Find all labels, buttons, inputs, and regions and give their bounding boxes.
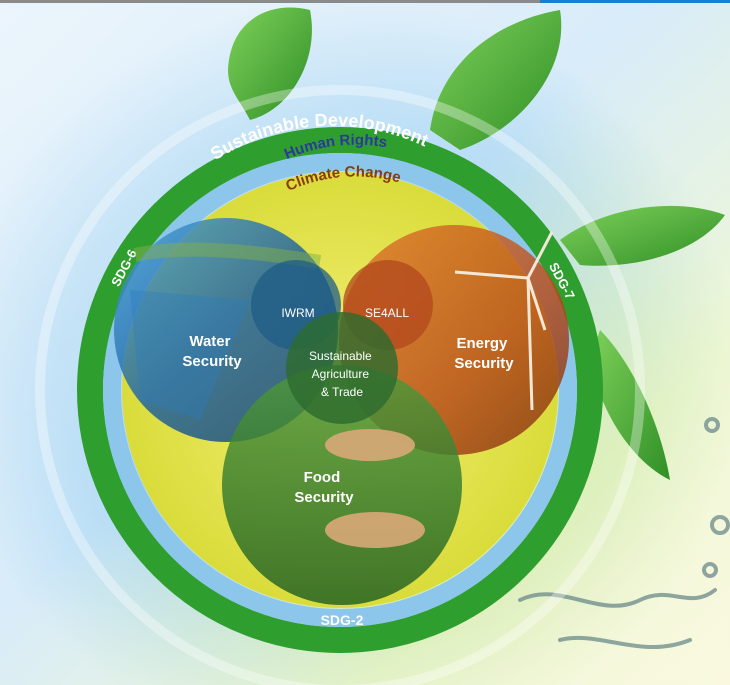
leaf-top-right — [430, 10, 562, 150]
wind-turbine-tower — [526, 277, 534, 411]
iwrm-label: IWRM — [281, 306, 314, 320]
sustainable-agriculture-label: Sustainable Agriculture & Trade — [309, 349, 375, 399]
wind-turbine-blade-1 — [454, 270, 529, 280]
water-splash-decoration — [518, 417, 730, 649]
leaf-lower-right — [590, 330, 670, 480]
se4all-label: SE4ALL — [365, 306, 409, 320]
top-border-gray — [0, 0, 540, 3]
leaf-top-left — [228, 7, 312, 120]
splash-curve-2 — [558, 635, 692, 649]
human-rights-ring — [103, 153, 577, 627]
hand-seeds-upper — [325, 429, 415, 461]
water-canal-texture — [130, 290, 250, 420]
goal-label-sdg2: SDG-2 — [321, 612, 364, 628]
sustainable-agriculture-overlap-circle — [286, 312, 398, 424]
water-security-label: Water Security — [182, 333, 242, 370]
leaves-decoration — [228, 7, 725, 480]
wind-turbine-blade-3 — [526, 277, 547, 331]
droplet-3 — [702, 562, 718, 578]
splash-curve-1 — [518, 588, 717, 608]
droplet-2 — [710, 515, 730, 535]
energy-security-label: Energy Security — [454, 335, 514, 372]
outer-halo-ring — [35, 85, 645, 685]
security-venn — [114, 218, 569, 605]
wind-turbine-blade-2 — [526, 231, 554, 279]
food-security-label: Food Security — [294, 469, 354, 506]
leaf-right — [560, 205, 725, 266]
sustainable-development-ring — [77, 127, 603, 653]
hand-seeds-lower — [325, 512, 425, 548]
water-field-texture — [133, 242, 322, 269]
droplet-1 — [704, 417, 720, 433]
top-border-blue — [540, 0, 730, 3]
